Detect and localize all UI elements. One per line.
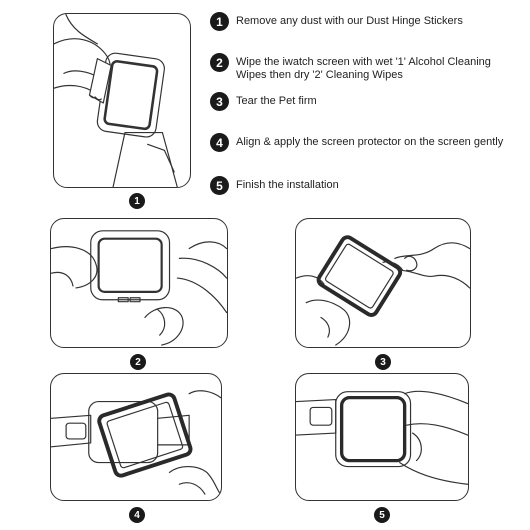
illustration-panel-5: [295, 373, 469, 501]
dust-sticker-illustration: [54, 14, 178, 187]
panel-number-badge: 2: [130, 354, 146, 370]
panel-number-badge: 4: [129, 507, 145, 523]
illustration-panel-2: [50, 218, 228, 348]
step-number-badge: 5: [210, 176, 229, 195]
step-text: Finish the installation: [236, 179, 339, 191]
illustration-panel-1: [53, 13, 191, 188]
screen-wipe-illustration: [51, 230, 227, 346]
step-number-badge: 1: [210, 12, 229, 31]
step-text: Align & apply the screen protector on th…: [236, 136, 504, 148]
step-number-badge: 4: [210, 133, 229, 152]
illustration-panel-3: [295, 218, 471, 348]
step-text: Tear the Pet firm: [236, 95, 317, 107]
panel-number-badge: 3: [375, 354, 391, 370]
peel-film-illustration: [296, 235, 470, 346]
step-number-badge: 3: [210, 92, 229, 111]
illustration-panel-4: [50, 373, 222, 501]
step-text: Remove any dust with our Dust Hinge Stic…: [236, 15, 463, 27]
panel-number-badge: 1: [129, 193, 145, 209]
panel-number-badge: 5: [374, 507, 390, 523]
align-protector-illustration: [51, 390, 221, 495]
step-text: Wipe the iwatch screen with wet '1' Alco…: [236, 56, 491, 81]
finished-installation-illustration: [296, 390, 468, 485]
step-number-badge: 2: [210, 53, 229, 72]
